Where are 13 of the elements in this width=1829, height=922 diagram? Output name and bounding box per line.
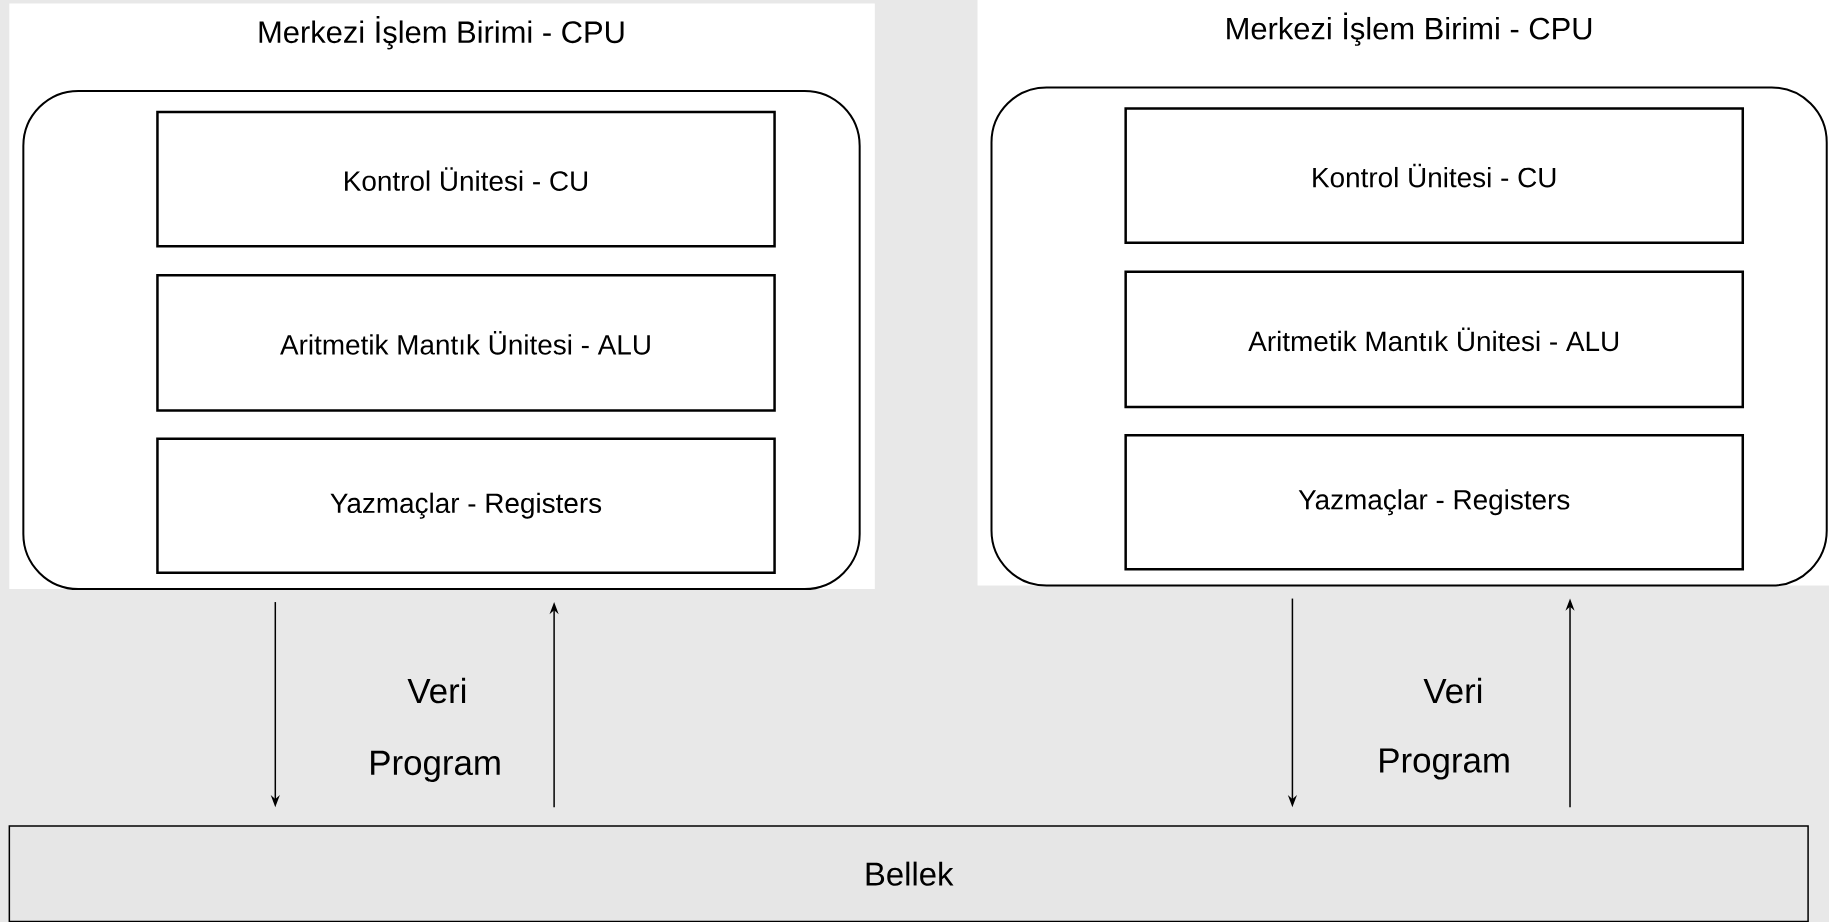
memory-box: Bellek — [8, 825, 1809, 922]
unit-box: Kontrol Ünitesi - CU — [1124, 107, 1745, 244]
unit-box: Aritmetik Mantık Ünitesi - ALU — [156, 274, 776, 412]
unit-box: Yazmaçlar - Registers — [156, 437, 776, 574]
box-title: Merkezi İşlem Birimi - CPU — [1227, 12, 1592, 46]
data-label: Veri — [407, 677, 466, 704]
data-label: Veri — [1423, 677, 1482, 704]
box-title: Merkezi İşlem Birimi - CPU — [259, 16, 624, 50]
unit-box: Kontrol Ünitesi - CU — [156, 110, 776, 248]
data-label: Program — [371, 750, 500, 782]
unit-box: Yazmaçlar - Registers — [1124, 433, 1745, 571]
unit-box: Aritmetik Mantık Ünitesi - ALU — [1124, 270, 1745, 409]
data-label: Program — [1380, 748, 1509, 780]
